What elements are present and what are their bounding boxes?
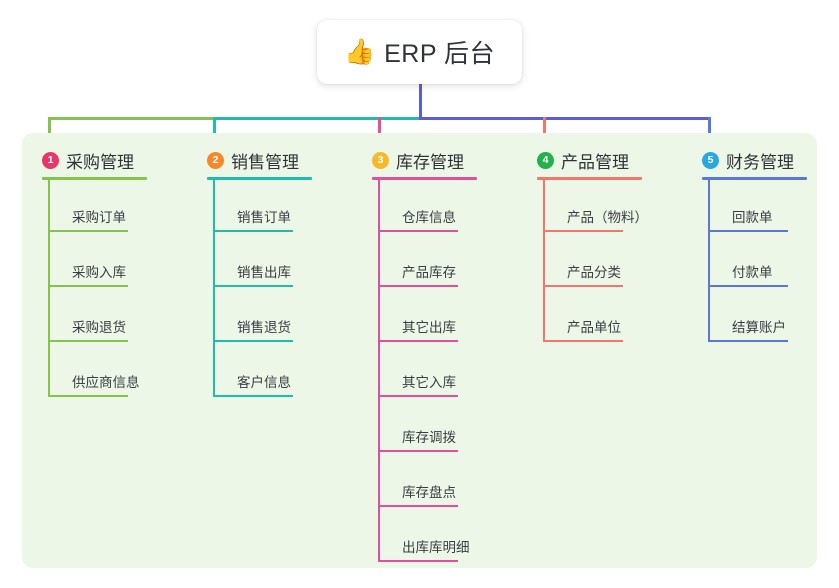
leaf-item[interactable]: 付款单 [708, 261, 788, 287]
leaf-label: 回款单 [732, 210, 773, 225]
leaf-item[interactable]: 销售订单 [213, 206, 293, 232]
leaf-label: 销售订单 [237, 210, 291, 225]
column-header-3[interactable]: 3 库存管理 [372, 148, 464, 173]
leaf-item[interactable]: 库存盘点 [378, 481, 458, 507]
column-rule-2 [207, 177, 312, 180]
bus-segment-2 [213, 117, 422, 120]
leaf-item[interactable]: 仓库信息 [378, 206, 458, 232]
leaf-rule [378, 285, 458, 287]
leaf-item[interactable]: 采购退货 [48, 316, 128, 342]
leaf-label: 产品库存 [402, 265, 456, 280]
leaf-rule [48, 340, 128, 342]
leaf-label: 销售退货 [237, 320, 291, 335]
leaf-rule [213, 395, 293, 397]
column-badge-4: 4 [537, 152, 554, 169]
column-title-5: 财务管理 [726, 153, 794, 172]
leaf-rule [213, 285, 293, 287]
leaf-item[interactable]: 库存调拨 [378, 426, 458, 452]
leaf-item[interactable]: 采购订单 [48, 206, 128, 232]
column-header-1[interactable]: 1 采购管理 [42, 148, 134, 173]
leaf-rule [378, 560, 458, 562]
column-badge-1: 1 [42, 152, 59, 169]
thumbs-up-icon: 👍 [343, 37, 376, 66]
column-title-3: 库存管理 [396, 153, 464, 172]
leaf-rule [378, 505, 458, 507]
leaf-label: 其它出库 [402, 320, 456, 335]
leaf-rule [543, 340, 623, 342]
leaf-label: 客户信息 [237, 375, 291, 390]
leaf-label: 采购退货 [72, 320, 126, 335]
column-badge-2: 2 [207, 152, 224, 169]
leaf-item[interactable]: 其它出库 [378, 316, 458, 342]
root-title: ERP 后台 [384, 40, 496, 68]
leaf-label: 结算账户 [732, 320, 786, 335]
leaf-item[interactable]: 销售退货 [213, 316, 293, 342]
bus-segment-1 [48, 117, 213, 120]
leaf-rule [378, 230, 458, 232]
leaf-rule [708, 230, 788, 232]
leaf-item[interactable]: 客户信息 [213, 371, 293, 397]
leaf-label: 供应商信息 [72, 375, 140, 390]
leaf-item[interactable]: 回款单 [708, 206, 788, 232]
leaf-rule [213, 230, 293, 232]
leaf-rule [48, 230, 128, 232]
leaf-item[interactable]: 供应商信息 [48, 371, 140, 397]
column-rule-5 [702, 177, 807, 180]
leaf-rule [378, 340, 458, 342]
bus-segment-3 [419, 117, 711, 120]
leaf-item[interactable]: 产品库存 [378, 261, 458, 287]
leaf-item[interactable]: 销售出库 [213, 261, 293, 287]
column-badge-5: 5 [702, 152, 719, 169]
leaf-rule [708, 340, 788, 342]
leaf-rule [213, 340, 293, 342]
column-header-4[interactable]: 4 产品管理 [537, 148, 629, 173]
leaf-rule [378, 395, 458, 397]
column-title-2: 销售管理 [231, 153, 299, 172]
root-stem [419, 84, 422, 120]
root-node[interactable]: 👍 ERP 后台 [317, 20, 522, 84]
column-rule-1 [42, 177, 147, 180]
leaf-rule [378, 450, 458, 452]
leaf-label: 库存盘点 [402, 485, 456, 500]
leaf-rule [48, 395, 128, 397]
leaf-item[interactable]: 产品单位 [543, 316, 623, 342]
leaf-label: 销售出库 [237, 265, 291, 280]
column-title-4: 产品管理 [561, 153, 629, 172]
column-spine-3 [378, 180, 380, 562]
leaf-label: 库存调拨 [402, 430, 456, 445]
leaf-rule [543, 285, 623, 287]
column-rule-4 [537, 177, 642, 180]
column-spine-2 [213, 180, 215, 397]
leaf-item[interactable]: 采购入库 [48, 261, 128, 287]
column-badge-3: 3 [372, 152, 389, 169]
leaf-label: 产品（物料） [567, 210, 648, 225]
leaf-rule [48, 285, 128, 287]
column-title-1: 采购管理 [66, 153, 134, 172]
column-spine-4 [543, 180, 545, 342]
branch-panel [22, 133, 817, 568]
column-rule-3 [372, 177, 477, 180]
column-spine-5 [708, 180, 710, 342]
leaf-item[interactable]: 产品（物料） [543, 206, 648, 232]
leaf-item[interactable]: 出库库明细 [378, 536, 470, 562]
column-spine-1 [48, 180, 50, 397]
leaf-item[interactable]: 结算账户 [708, 316, 788, 342]
leaf-item[interactable]: 产品分类 [543, 261, 623, 287]
leaf-label: 产品分类 [567, 265, 621, 280]
leaf-label: 仓库信息 [402, 210, 456, 225]
leaf-label: 采购入库 [72, 265, 126, 280]
leaf-label: 付款单 [732, 265, 773, 280]
column-header-5[interactable]: 5 财务管理 [702, 148, 794, 173]
leaf-rule [708, 285, 788, 287]
column-header-2[interactable]: 2 销售管理 [207, 148, 299, 173]
leaf-label: 产品单位 [567, 320, 621, 335]
leaf-item[interactable]: 其它入库 [378, 371, 458, 397]
leaf-label: 出库库明细 [402, 540, 470, 555]
leaf-rule [543, 230, 623, 232]
leaf-label: 采购订单 [72, 210, 126, 225]
leaf-label: 其它入库 [402, 375, 456, 390]
